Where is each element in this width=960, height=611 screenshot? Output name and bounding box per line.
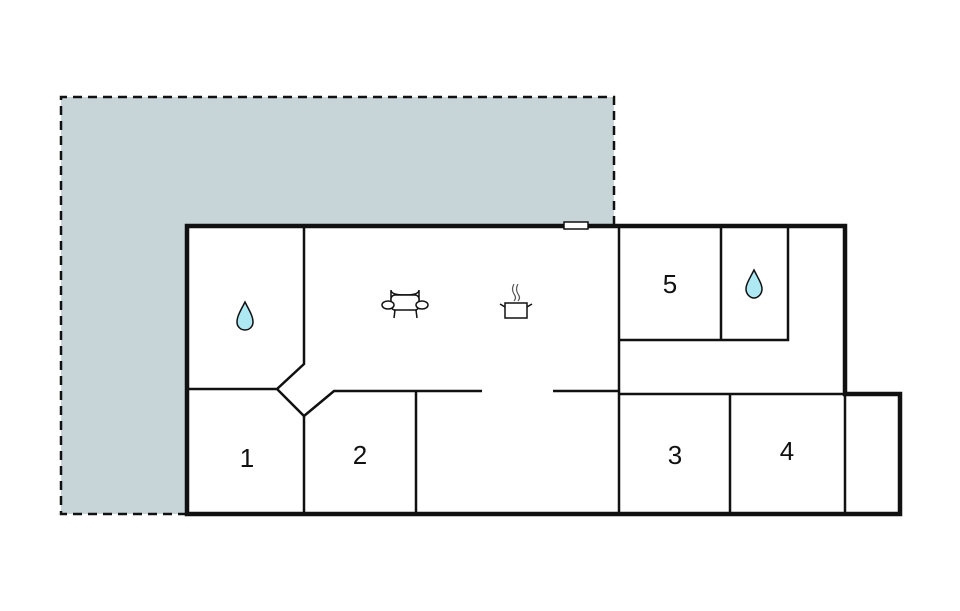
room-label-1: 1 [240,443,254,473]
window-icon [563,221,589,230]
bathroom-water-drop-icon [745,268,763,299]
room-label-2: 2 [353,440,367,470]
room-label-4: 4 [780,436,794,466]
interior-walls [187,226,847,514]
exterior-walls [184,223,903,517]
room-label-5: 5 [663,269,677,299]
house-interior [187,226,900,514]
room-label-3: 3 [668,440,682,470]
bathroom-water-drop-icon [236,300,254,331]
sofa-icon [381,289,429,319]
kitchen-pot-icon [499,283,533,319]
terrace-area [59,95,616,516]
